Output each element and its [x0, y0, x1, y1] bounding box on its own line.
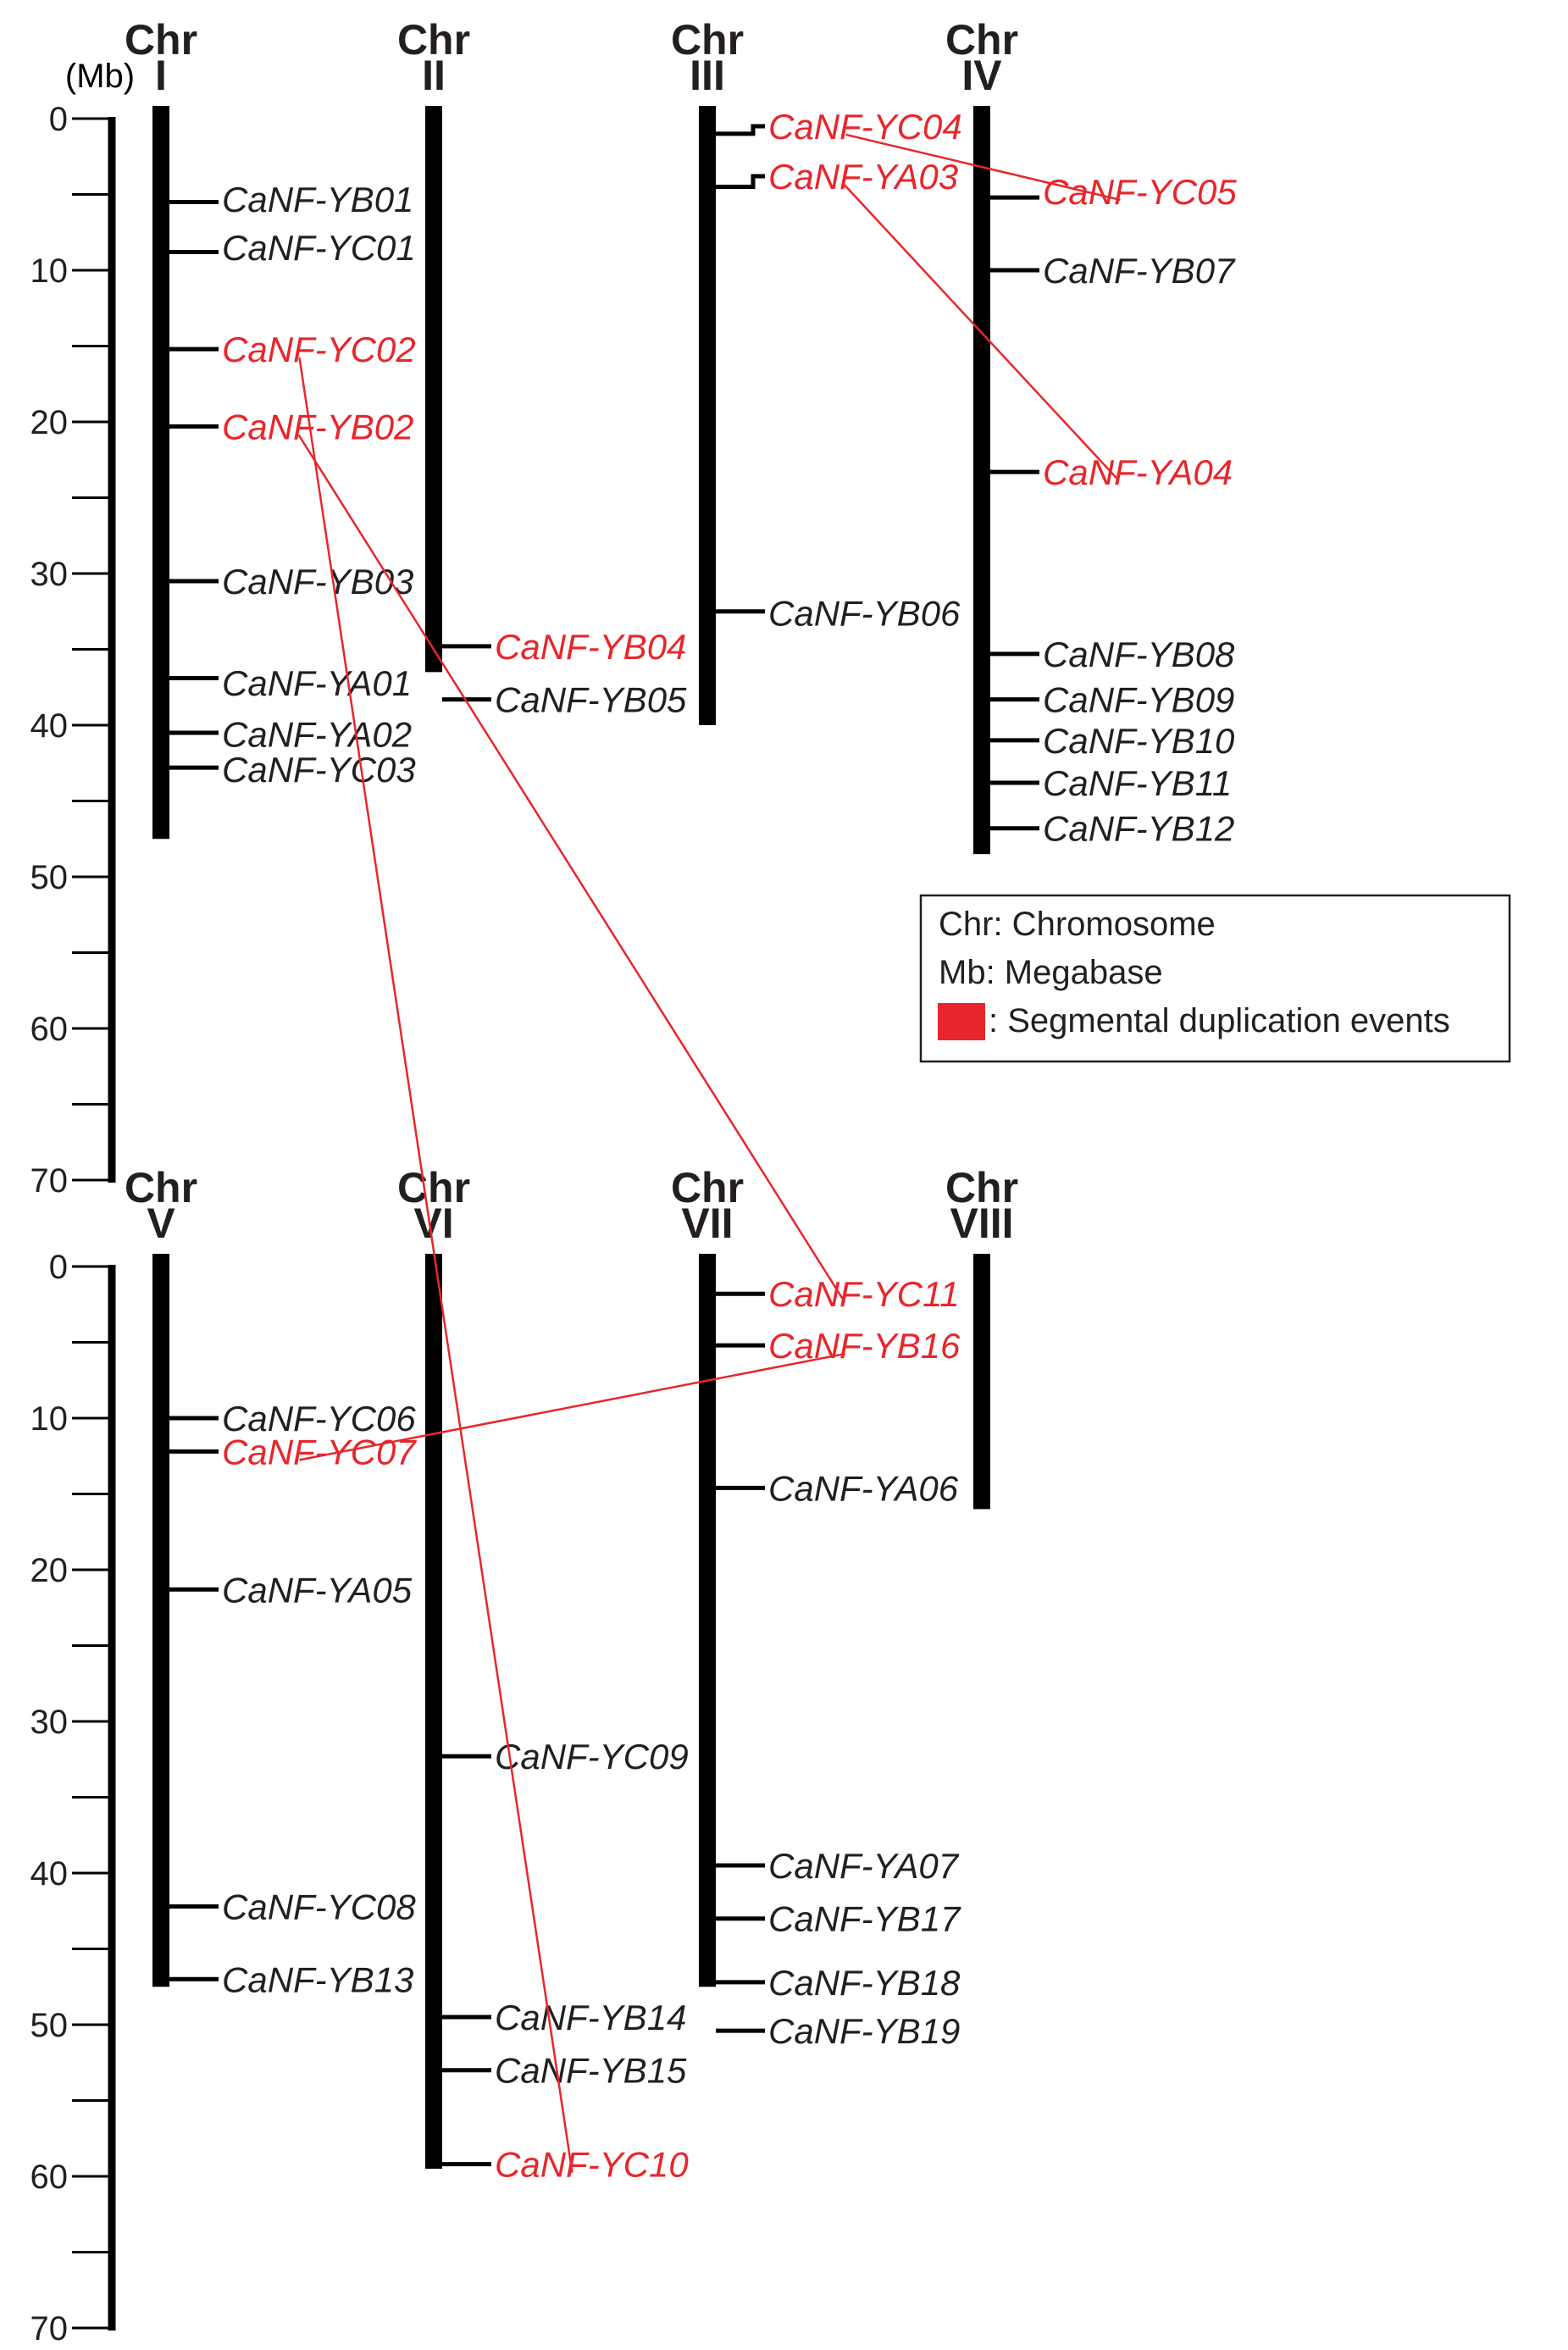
chromosome-name: V	[147, 1200, 175, 1247]
gene-label: CaNF-YC05	[1043, 172, 1237, 212]
chromosome-name: II	[422, 52, 446, 99]
duplication-link	[297, 434, 846, 1303]
axis-tick-label: 60	[30, 1011, 69, 1048]
chromosome-prefix: Chr	[125, 16, 197, 64]
axis-tick-label: 60	[30, 2159, 69, 2196]
chromosome-prefix: Chr	[671, 16, 744, 64]
legend: Chr: Chromosome Mb: Megabase : Segmental…	[919, 894, 1511, 1063]
gene-label: CaNF-YB17	[768, 1899, 961, 1939]
chromosome-name: IV	[961, 52, 1002, 99]
axis-tick-label: 0	[49, 101, 68, 138]
chromosome-bar	[152, 106, 169, 840]
gene-label: CaNF-YB09	[1043, 680, 1234, 720]
axis-tick-label: 40	[30, 1855, 69, 1893]
chromosome-prefix: Chr	[125, 1164, 197, 1211]
gene-label: CaNF-YC01	[222, 228, 416, 268]
gene-label: CaNF-YB08	[1043, 635, 1235, 674]
axis-tick-label: 70	[30, 2310, 69, 2347]
chromosome-name: III	[690, 52, 725, 99]
chromosome-bar	[425, 1254, 442, 2170]
axis-tick-label: 10	[30, 252, 69, 290]
gene-label: CaNF-YC06	[222, 1399, 416, 1438]
duplication-link	[298, 357, 573, 2173]
legend-box	[919, 894, 1511, 1063]
gene-label: CaNF-YB01	[222, 180, 413, 219]
legend-item-chr: Chr: Chromosome	[939, 906, 1216, 943]
gene-label: CaNF-YB07	[1043, 251, 1236, 291]
duplication-link	[299, 1352, 845, 1461]
gene-label: CaNF-YB06	[768, 594, 961, 634]
gene-label: CaNF-YA04	[1043, 452, 1233, 492]
gene-label: CaNF-YB10	[1043, 721, 1235, 761]
gene-label: CaNF-YA06	[768, 1468, 959, 1508]
duplication-link	[843, 184, 1120, 481]
gene-label: CaNF-YC02	[222, 330, 416, 369]
axis-tick-label: 50	[30, 859, 69, 896]
axis-tick-label: 20	[30, 404, 69, 441]
gene-label: CaNF-YC09	[495, 1737, 689, 1776]
legend-swatch-segmental	[938, 1003, 985, 1040]
gene-label: CaNF-YB14	[495, 1998, 686, 2037]
axis-tick-label: 10	[30, 1400, 69, 1438]
gene-label: CaNF-YA02	[222, 715, 412, 755]
gene-label: CaNF-YA07	[768, 1846, 960, 1886]
gene-label: CaNF-YA01	[222, 663, 412, 703]
axis-tick-label: 40	[30, 707, 69, 745]
gene-label: CaNF-YB18	[768, 1963, 961, 2003]
chromosome-bar	[152, 1254, 169, 1987]
chromosome-bar	[425, 106, 442, 673]
axis-tick-label: 20	[30, 1552, 69, 1589]
gene-label: CaNF-YB19	[768, 2011, 960, 2051]
gene-label: CaNF-YC07	[222, 1432, 417, 1472]
chromosome-prefix: Chr	[671, 1164, 744, 1211]
gene-label: CaNF-YC03	[222, 750, 416, 790]
gene-label: CaNF-YB15	[495, 2051, 687, 2091]
gene-label: CaNF-YB04	[495, 627, 686, 667]
axes-layer: 0 10 20 30 40 50 60 70 0 10 20 30 40 50 60 70	[30, 101, 116, 2347]
axis-tick-label: 30	[30, 556, 69, 593]
chromosome-bar	[699, 1254, 716, 1987]
legend-item-segmental: : Segmental duplication events	[989, 1002, 1450, 1039]
legend-item-mb: Mb: Megabase	[939, 954, 1163, 991]
units-label: (Mb)	[65, 58, 135, 95]
chromosomes-layer: ChrICaNF-YB01CaNF-YC01CaNF-YC02CaNF-YB02…	[125, 16, 1237, 2185]
gene-connector	[716, 174, 765, 190]
chromosome-prefix: Chr	[397, 16, 470, 64]
chromosome-prefix: Chr	[397, 1164, 470, 1211]
gene-label: CaNF-YB03	[222, 562, 413, 601]
gene-label: CaNF-YB05	[495, 680, 687, 720]
chromosome-prefix: Chr	[945, 16, 1018, 64]
gene-label: CaNF-YC08	[222, 1887, 416, 1926]
gene-label: CaNF-YC04	[768, 107, 962, 147]
gene-label: CaNF-YA03	[768, 157, 958, 197]
gene-label: CaNF-YB12	[1043, 809, 1234, 849]
duplication-links-layer	[297, 133, 1121, 2173]
gene-label: CaNF-YB16	[768, 1326, 961, 1366]
chromosome-name: VII	[681, 1200, 733, 1247]
gene-label: CaNF-YA05	[222, 1570, 413, 1610]
gene-label: CaNF-YB13	[222, 1959, 413, 1999]
chromosome-name: VIII	[950, 1200, 1013, 1247]
chromosome-name: I	[155, 52, 167, 99]
chromosome-prefix: Chr	[945, 1164, 1018, 1211]
gene-label: CaNF-YB11	[1043, 763, 1232, 803]
gene-label: CaNF-YC11	[768, 1274, 960, 1314]
chromosome-bar	[973, 106, 990, 855]
duplication-link	[845, 133, 1121, 202]
axis-tick-label: 30	[30, 1704, 69, 1741]
chromosome-bar	[973, 1254, 990, 1510]
chromosome-name: VI	[413, 1200, 453, 1247]
gene-connector	[716, 124, 765, 136]
axis-tick-label: 70	[30, 1162, 69, 1200]
axis-tick-label: 0	[49, 1249, 68, 1286]
chromosome-bar	[699, 106, 716, 725]
axis-tick-label: 50	[30, 2007, 69, 2044]
gene-label: CaNF-YC10	[495, 2145, 689, 2185]
gene-label: CaNF-YB02	[222, 407, 413, 446]
